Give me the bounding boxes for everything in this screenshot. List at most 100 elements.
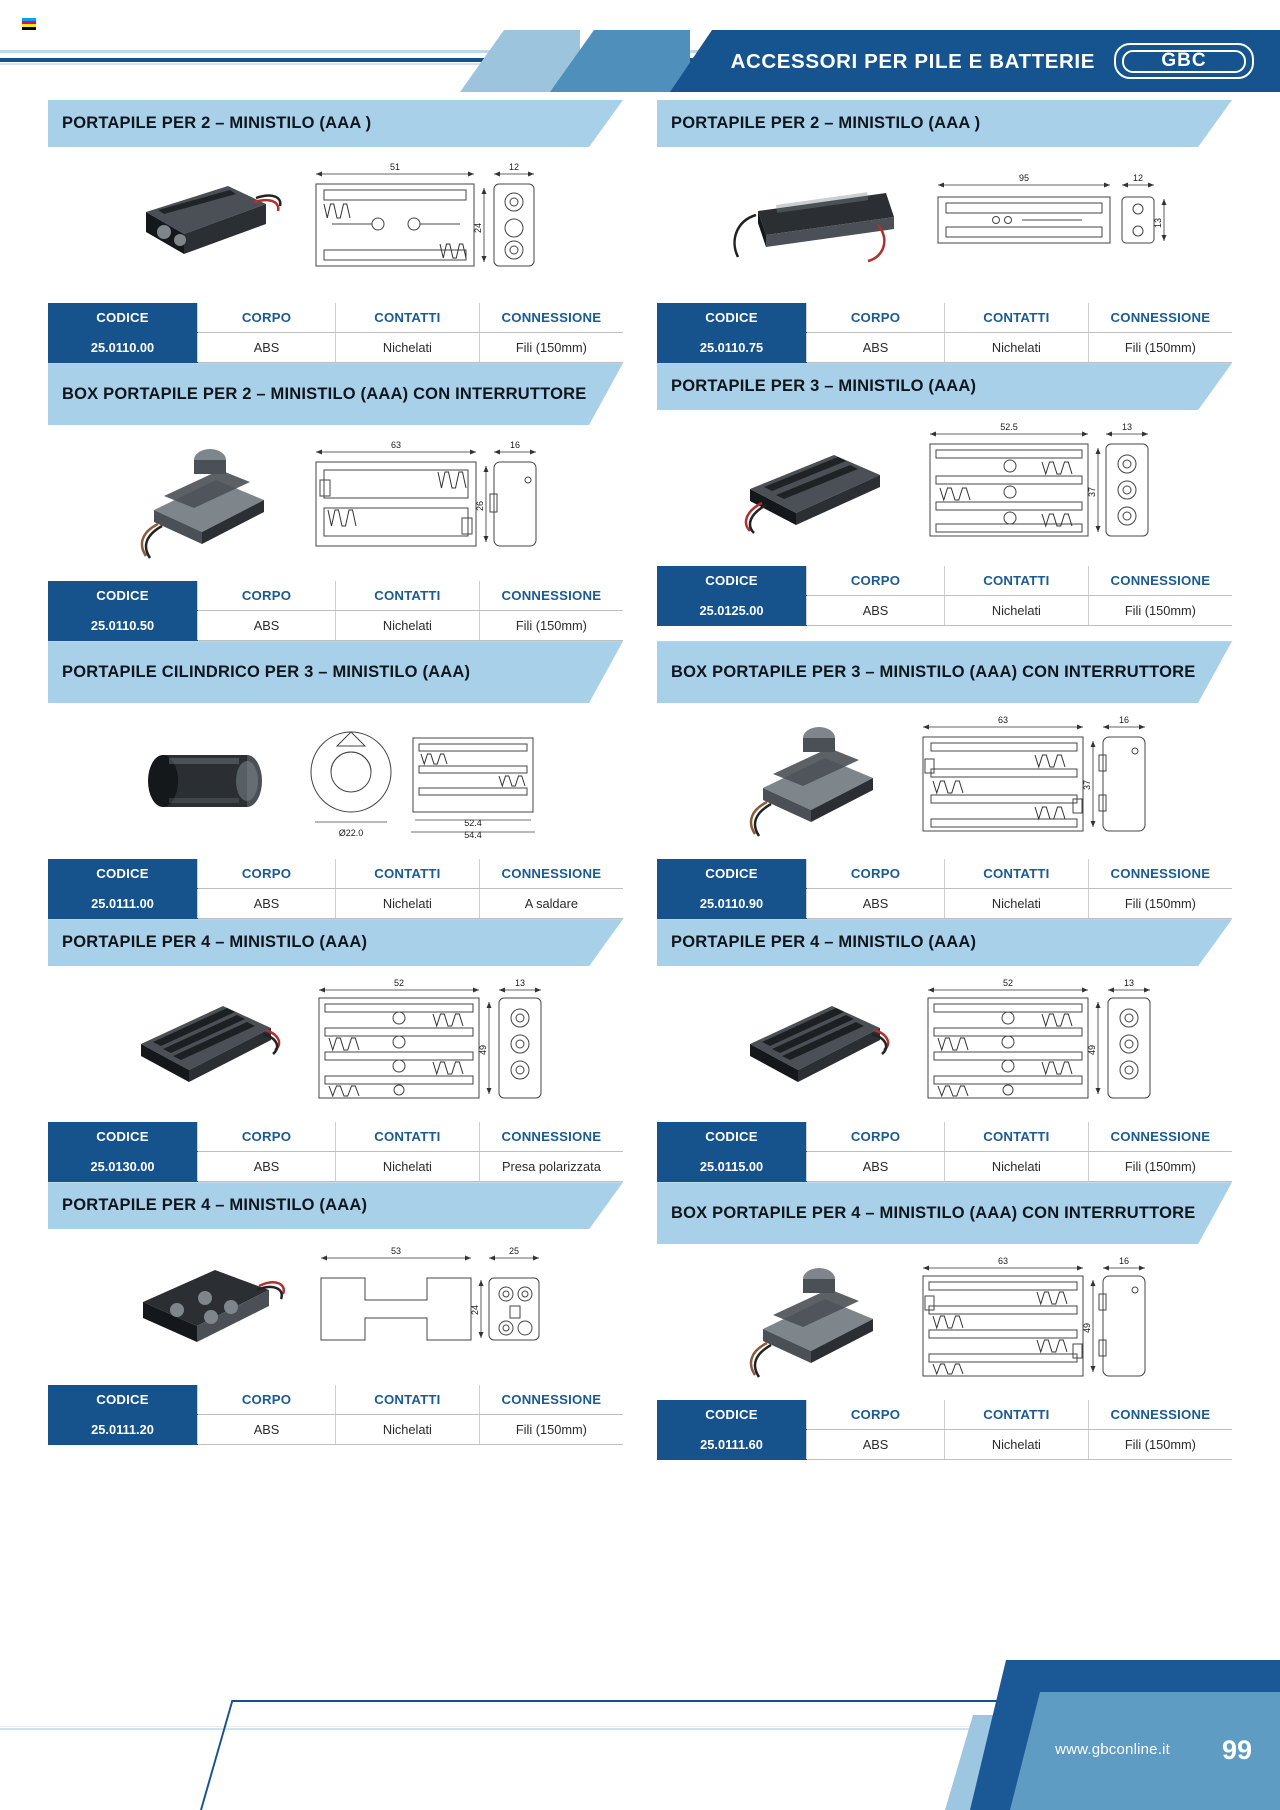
product-media: 52.5 13 37 xyxy=(657,410,1232,560)
page-number: 99 xyxy=(1221,1735,1252,1765)
cell-contatti: Nichelati xyxy=(944,1151,1089,1183)
cell-connessione: A saldare xyxy=(478,888,623,920)
header-rule-thin xyxy=(0,63,720,65)
gbc-logo: GBC xyxy=(1114,43,1254,79)
cell-connessione: Fili (150mm) xyxy=(1087,332,1232,364)
product-title: PORTAPILE PER 3 – MINISTILO (AAA) xyxy=(657,363,1232,410)
product-photo xyxy=(129,719,279,844)
table-row: 25.0125.00 ABS Nichelati Fili (150mm) xyxy=(657,595,1232,627)
col-header-connessione: CONNESSIONE xyxy=(1087,1400,1232,1431)
product-title: BOX PORTAPILE PER 2 – MINISTILO (AAA) CO… xyxy=(48,363,623,425)
svg-text:37: 37 xyxy=(1082,780,1092,790)
spec-table-header-row: CODICE CORPO CONTATTI CONNESSIONE xyxy=(48,581,623,612)
product-card: BOX PORTAPILE PER 4 – MINISTILO (AAA) CO… xyxy=(657,1182,1232,1461)
col-header-connessione: CONNESSIONE xyxy=(478,1385,623,1416)
product-title: BOX PORTAPILE PER 3 – MINISTILO (AAA) CO… xyxy=(657,641,1232,703)
svg-text:16: 16 xyxy=(1118,1256,1128,1266)
cell-corpo: ABS xyxy=(197,610,336,642)
svg-text:63: 63 xyxy=(390,440,400,450)
cell-codice: 25.0111.60 xyxy=(657,1429,807,1461)
spec-table: CODICE CORPO CONTATTI CONNESSIONE 25.011… xyxy=(48,581,623,642)
svg-text:49: 49 xyxy=(478,1045,488,1055)
spec-table: CODICE CORPO CONTATTI CONNESSIONE 25.011… xyxy=(48,303,623,364)
product-photo xyxy=(733,714,893,849)
product-media: 51 12 24 xyxy=(48,147,623,297)
product-photo xyxy=(124,168,284,283)
col-header-contatti: CONTATTI xyxy=(335,859,480,890)
svg-text:63: 63 xyxy=(997,1256,1007,1266)
svg-text:49: 49 xyxy=(1082,1323,1092,1333)
product-title: PORTAPILE PER 4 – MINISTILO (AAA) xyxy=(657,919,1232,966)
svg-text:95: 95 xyxy=(1018,173,1028,183)
spec-table-header-row: CODICE CORPO CONTATTI CONNESSIONE xyxy=(657,1122,1232,1153)
svg-text:26: 26 xyxy=(475,501,485,511)
product-card: PORTAPILE PER 4 – MINISTILO (AAA) 52 13 xyxy=(657,919,1232,1183)
col-header-corpo: CORPO xyxy=(806,859,945,890)
spec-table-header-row: CODICE CORPO CONTATTI CONNESSIONE xyxy=(48,303,623,334)
cell-corpo: ABS xyxy=(806,1151,945,1183)
svg-text:53: 53 xyxy=(390,1246,400,1256)
product-photo xyxy=(124,436,284,571)
col-header-corpo: CORPO xyxy=(806,1400,945,1431)
product-card: PORTAPILE CILINDRICO PER 3 – MINISTILO (… xyxy=(48,641,623,920)
footer-website-url[interactable]: www.gbconline.it xyxy=(1055,1741,1170,1758)
product-card: PORTAPILE PER 2 – MINISTILO (AAA ) 95 12… xyxy=(657,100,1232,364)
table-row: 25.0110.50 ABS Nichelati Fili (150mm) xyxy=(48,610,623,642)
product-title: BOX PORTAPILE PER 4 – MINISTILO (AAA) CO… xyxy=(657,1182,1232,1244)
product-title: PORTAPILE CILINDRICO PER 3 – MINISTILO (… xyxy=(48,641,623,703)
col-header-connessione: CONNESSIONE xyxy=(1087,859,1232,890)
table-row: 25.0115.00 ABS Nichelati Fili (150mm) xyxy=(657,1151,1232,1183)
svg-text:52.4: 52.4 xyxy=(464,818,482,828)
cell-connessione: Fili (150mm) xyxy=(478,610,623,642)
technical-drawing: 52.5 13 37 xyxy=(912,418,1162,558)
product-photo xyxy=(733,1255,893,1390)
col-header-contatti: CONTATTI xyxy=(944,303,1089,334)
col-header-corpo: CORPO xyxy=(197,303,336,334)
footer-hairline-thin xyxy=(0,1726,1090,1727)
product-title: PORTAPILE PER 4 – MINISTILO (AAA) xyxy=(48,1182,623,1229)
product-card: PORTAPILE PER 3 – MINISTILO (AAA) 52.5 1… xyxy=(657,363,1232,641)
cmyk-registration-mark xyxy=(22,18,36,34)
col-header-contatti: CONTATTI xyxy=(335,581,480,612)
table-row: 25.0110.75 ABS Nichelati Fili (150mm) xyxy=(657,332,1232,364)
spec-table: CODICE CORPO CONTATTI CONNESSIONE 25.011… xyxy=(657,1122,1232,1183)
svg-text:54.4: 54.4 xyxy=(464,830,482,840)
cell-corpo: ABS xyxy=(806,888,945,920)
cell-corpo: ABS xyxy=(197,1151,336,1183)
product-media: 63 16 26 xyxy=(48,425,623,575)
product-card: BOX PORTAPILE PER 2 – MINISTILO (AAA) CO… xyxy=(48,363,623,642)
spec-table: CODICE CORPO CONTATTI CONNESSIONE 25.011… xyxy=(48,859,623,920)
spec-table: CODICE CORPO CONTATTI CONNESSIONE 25.013… xyxy=(48,1122,623,1183)
spec-table-header-row: CODICE CORPO CONTATTI CONNESSIONE xyxy=(657,566,1232,597)
header-rule-dark xyxy=(0,58,720,62)
cell-corpo: ABS xyxy=(806,332,945,364)
product-media: 95 12 13 xyxy=(657,147,1232,297)
col-header-corpo: CORPO xyxy=(197,1385,336,1416)
product-card: PORTAPILE PER 4 – MINISTILO (AAA) 53 25 … xyxy=(48,1182,623,1460)
svg-text:24: 24 xyxy=(473,223,483,233)
col-header-codice: CODICE xyxy=(657,859,807,890)
spec-table: CODICE CORPO CONTATTI CONNESSIONE 25.011… xyxy=(657,859,1232,920)
footer-chevron-light xyxy=(1010,1692,1280,1810)
svg-text:13: 13 xyxy=(514,978,524,988)
col-header-connessione: CONNESSIONE xyxy=(478,303,623,334)
col-header-codice: CODICE xyxy=(48,1122,198,1153)
header-chevron-dark xyxy=(670,30,1280,92)
cell-contatti: Nichelati xyxy=(944,595,1089,627)
cell-codice: 25.0130.00 xyxy=(48,1151,198,1183)
product-photo xyxy=(728,984,898,1104)
product-media: 63 16 49 xyxy=(657,1244,1232,1394)
col-header-corpo: CORPO xyxy=(197,1122,336,1153)
product-media: 53 25 24 xyxy=(48,1229,623,1379)
cell-codice: 25.0110.75 xyxy=(657,332,807,364)
svg-text:24: 24 xyxy=(470,1305,480,1315)
col-header-codice: CODICE xyxy=(657,1400,807,1431)
cell-corpo: ABS xyxy=(806,595,945,627)
col-header-codice: CODICE xyxy=(48,303,198,334)
svg-text:12: 12 xyxy=(508,162,518,172)
page-title: ACCESSORI PER PILE E BATTERIE xyxy=(730,50,1095,73)
col-header-contatti: CONTATTI xyxy=(944,859,1089,890)
cell-connessione: Fili (150mm) xyxy=(1087,595,1232,627)
